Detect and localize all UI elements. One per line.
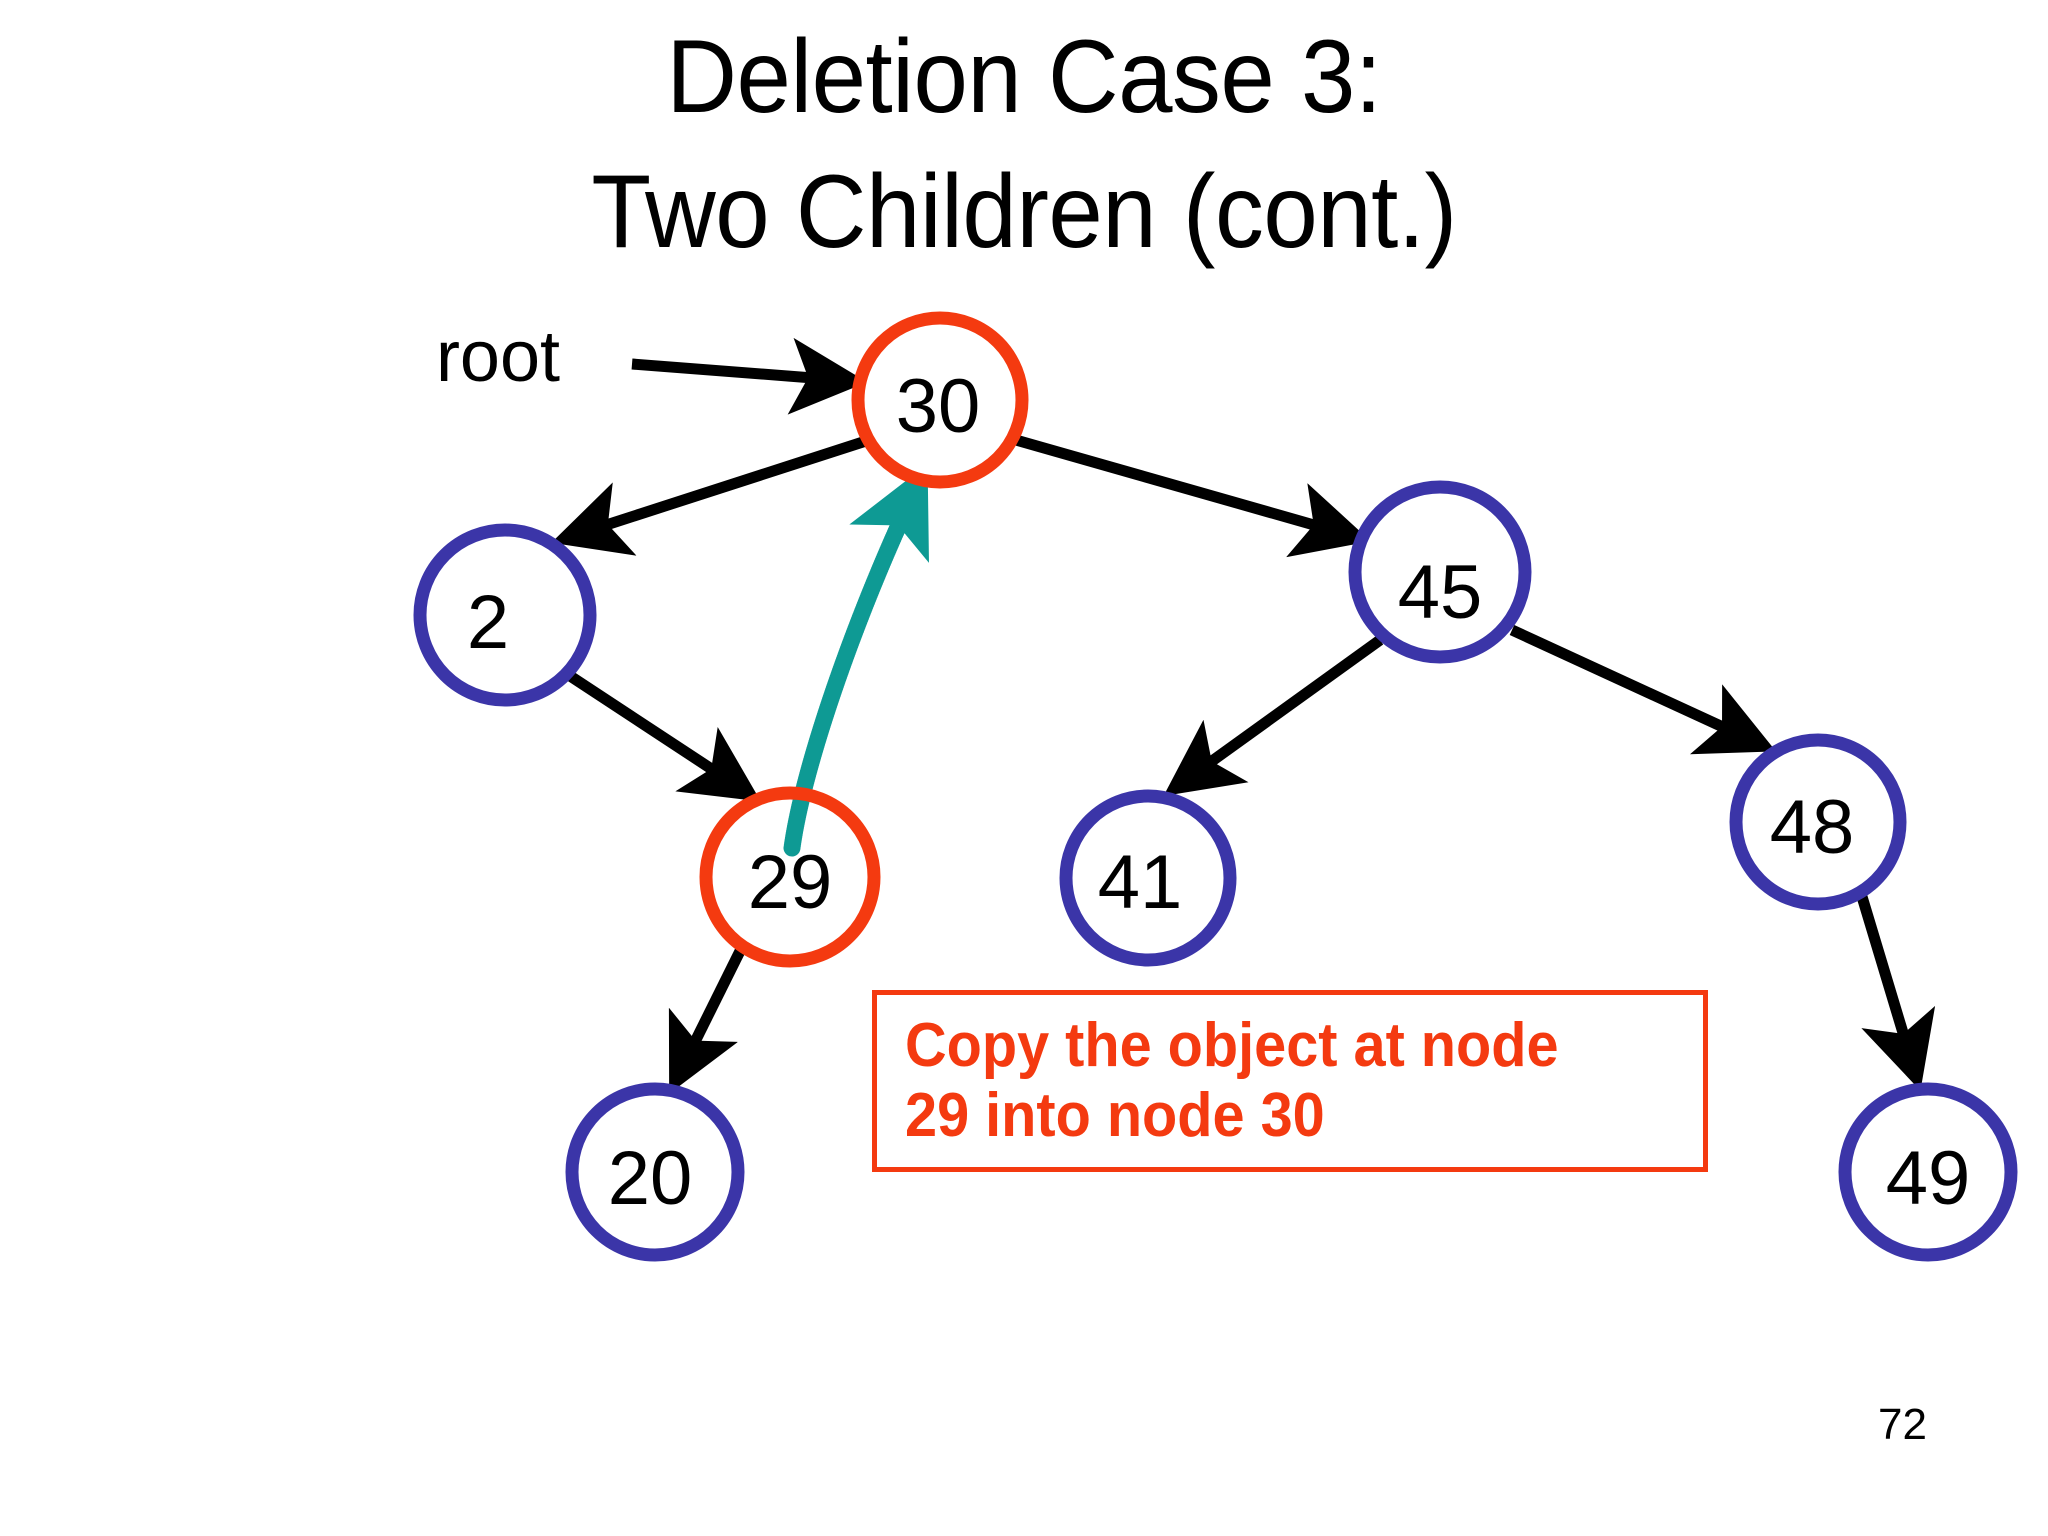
node-30[interactable]: 30 <box>851 311 1029 489</box>
node-30-label: 30 <box>896 364 981 449</box>
title-line-2: Two Children (cont.) <box>591 154 1457 271</box>
node-49[interactable]: 49 <box>1838 1082 2018 1262</box>
node-2-label: 2 <box>467 580 509 665</box>
page-title: Deletion Case 3: Two Children (cont.) <box>0 10 2048 280</box>
edge-copy-29-to-30 <box>783 464 929 857</box>
node-45-label: 45 <box>1398 550 1483 635</box>
node-20-label: 20 <box>608 1136 693 1221</box>
callout-box: Copy the object at node 29 into node 30 <box>872 990 1708 1172</box>
edge-48-to-49 <box>1854 888 1936 1091</box>
node-41-label: 41 <box>1098 840 1183 925</box>
node-2[interactable]: 2 <box>413 523 597 707</box>
edge-30-to-45 <box>1014 434 1371 558</box>
callout-text: Copy the object at node 29 into node 30 <box>905 1011 1559 1151</box>
edge-root-pointer <box>631 337 868 415</box>
title-line-1: Deletion Case 3: <box>666 19 1382 135</box>
edge-2-to-29 <box>554 663 761 802</box>
node-48[interactable]: 48 <box>1729 733 1907 911</box>
edge-30-to-2 <box>551 435 868 556</box>
edge-29-to-20 <box>668 940 749 1094</box>
page-number: 72 <box>1878 1400 1927 1449</box>
node-48-label: 48 <box>1770 785 1855 870</box>
root-label: root <box>436 317 560 397</box>
node-45[interactable]: 45 <box>1348 480 1532 664</box>
edge-45-to-41 <box>1163 635 1384 797</box>
edge-45-to-48 <box>1509 625 1776 755</box>
node-29-label: 29 <box>748 840 833 925</box>
node-29[interactable]: 29 <box>699 786 881 968</box>
node-49-label: 49 <box>1886 1136 1971 1221</box>
node-20[interactable]: 20 <box>565 1082 745 1262</box>
node-41[interactable]: 41 <box>1059 789 1237 967</box>
